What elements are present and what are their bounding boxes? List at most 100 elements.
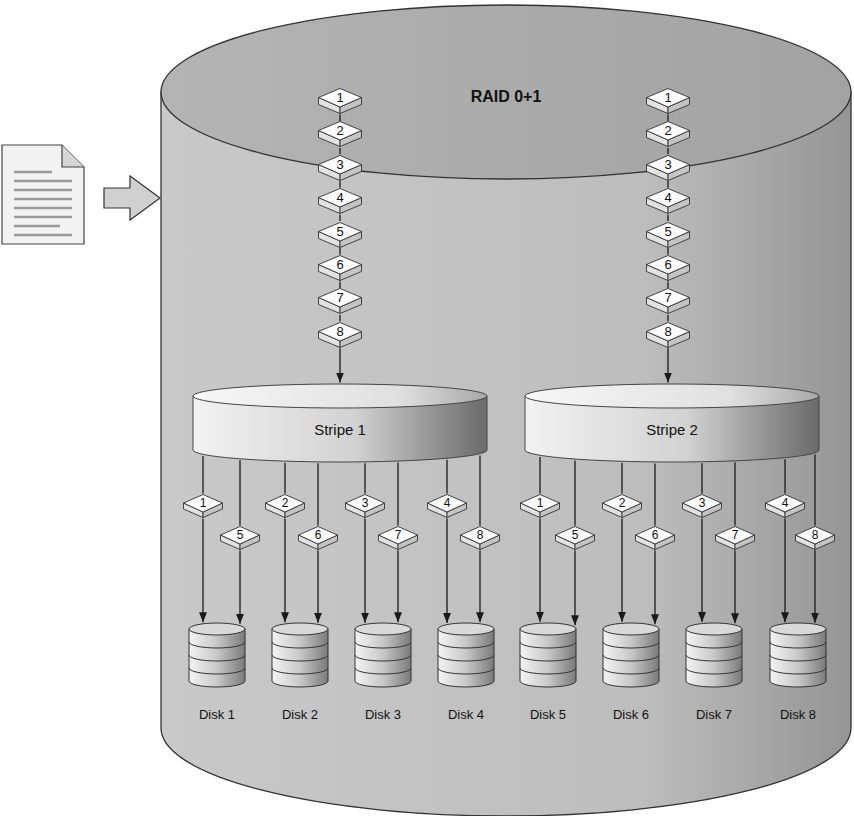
data-block: 4 [427,494,467,518]
tile-top [319,222,362,241]
connector-line [667,148,668,154]
disk-icon [769,622,827,688]
block-number: 8 [477,529,484,541]
block-number: 6 [652,529,659,541]
tile-top [346,495,385,513]
connector-line [202,456,203,493]
block-number: 4 [664,191,671,204]
tile-top [647,122,690,141]
disk-platter-line [520,642,576,648]
tile-top [647,189,690,208]
data-block: 5 [318,222,362,248]
block-number: 6 [664,258,671,271]
disk-top [355,623,411,635]
disk-platter-line [520,668,576,674]
connector-line [701,463,702,493]
data-block: 3 [345,494,385,518]
tile-top [647,89,690,108]
tile-top [603,495,642,513]
block-number: 3 [699,497,706,509]
connector-arrow [539,519,540,622]
connector-arrow [317,551,318,623]
tile-top [299,527,338,545]
data-block: 1 [183,494,223,518]
disk-platter-line [438,642,494,648]
connector-arrow [574,551,575,626]
block-number: 4 [782,497,789,509]
data-block: 6 [318,255,362,281]
connector-arrow [239,551,240,624]
disk-platter-line [272,642,328,648]
stripe-label: Stripe 2 [646,421,698,438]
connector-line [339,181,340,187]
connector-line [667,315,668,321]
connector-line [317,463,318,525]
tile-top [796,527,835,545]
tile-top [319,256,362,275]
disk-platter-line [189,642,245,648]
disk-drive: Disk 4 [431,622,501,726]
disk-platter-line [686,668,742,674]
data-block: 2 [602,494,642,518]
connector-arrow [701,519,702,623]
tile-top [521,495,560,513]
data-block: 7 [646,288,690,314]
disk-drive: Disk 8 [763,622,833,726]
connector-line [339,115,340,121]
block-number: 6 [315,529,322,541]
block-number: 3 [336,158,343,171]
connector-line [284,463,285,494]
block-number: 4 [444,497,451,509]
tile-top [716,527,755,545]
data-block: 3 [682,494,722,518]
disk-drive: Disk 7 [679,622,749,726]
connector-line [239,460,240,525]
block-number: 2 [619,497,626,509]
tile-top [556,527,595,545]
drawing-part [14,234,72,237]
disk-platter-line [686,642,742,648]
disk-body [686,629,742,687]
block-number: 8 [812,529,819,541]
disk-platter-line [603,668,659,674]
disk-platter-line [272,668,328,674]
drawing-part [14,216,72,219]
tile-top [647,256,690,275]
document-lines [14,172,72,235]
disk-drive: Disk 3 [348,622,418,726]
disk-label: Disk 6 [613,708,649,721]
connector-arrow [734,551,735,624]
data-block: 4 [765,494,805,518]
disk-top [272,623,328,635]
connector-line [621,463,622,494]
disk-label: Disk 1 [199,708,235,721]
disk-label: Disk 4 [448,708,484,721]
tile-top [647,155,690,174]
disk-top [686,623,742,635]
data-block: 5 [220,526,260,550]
block-number: 5 [237,529,244,541]
disk-label: Disk 3 [365,708,401,721]
block-number: 1 [537,497,544,509]
connector-line [339,248,340,254]
connector-line [364,463,365,493]
connector-line [339,282,340,288]
data-block: 8 [795,526,835,550]
data-block: 6 [646,255,690,281]
disk-body [520,629,576,687]
disk-body [603,629,659,687]
volume-title: RAID 0+1 [160,88,852,106]
disk-platter-line [686,655,742,661]
connector-line [339,215,340,221]
drawing-part [14,207,72,210]
block-number: 3 [664,158,671,171]
disk-body [438,629,494,687]
tile-top [221,527,260,545]
document-fold [62,145,84,167]
disk-icon [437,622,495,688]
drawing-part [14,180,72,183]
block-number: 5 [664,225,671,238]
block-number: 2 [664,124,671,137]
stripe-label: Stripe 1 [314,421,366,438]
disk-platter-line [770,655,826,661]
